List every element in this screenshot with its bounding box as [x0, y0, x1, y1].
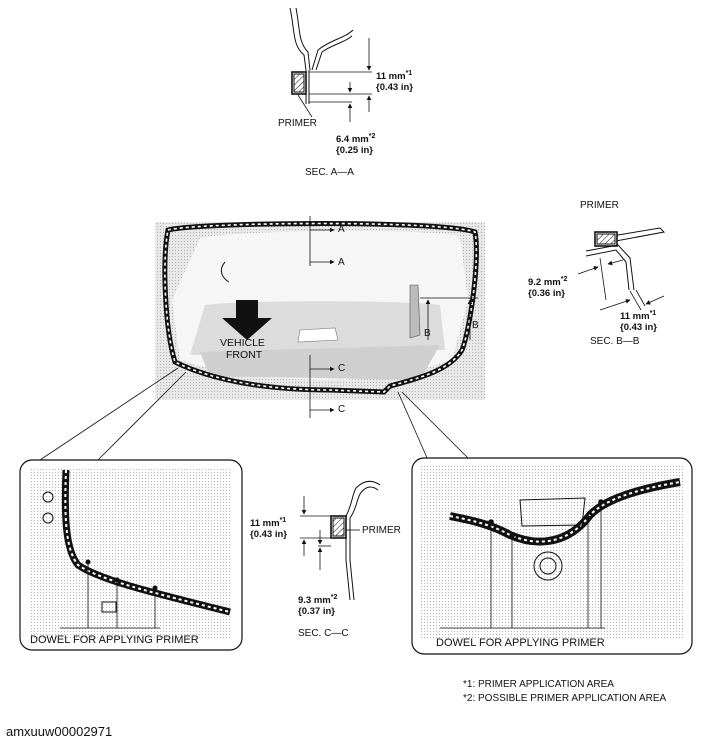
sec-cc-primer-label: PRIMER [362, 525, 401, 536]
section-aa-drawing [289, 7, 372, 122]
sec-cc-dim1-sup: *1 [279, 517, 287, 524]
section-label-a-bottom: A [338, 257, 345, 268]
section-label-b-left: B [424, 328, 431, 339]
sec-aa-title: SEC. A—A [305, 167, 354, 178]
sec-aa-dim2-in: {0.25 in} [336, 145, 373, 156]
sec-bb-dim2-sup: *2 [560, 276, 568, 283]
rear-window-view [155, 216, 485, 418]
left-detail-drawing [19, 459, 243, 651]
sec-cc-dim2-in: {0.37 in} [298, 606, 335, 617]
vehicle-front-label-2: FRONT [226, 349, 263, 361]
sec-bb-dim1-value: 11 mm [620, 311, 650, 323]
sec-bb-title: SEC. B—B [590, 336, 640, 347]
sec-bb-dim1: 11 mm*1 [620, 308, 656, 322]
sec-bb-dim2: 9.2 mm*2 [528, 274, 567, 288]
sec-cc-dim2-sup: *2 [330, 594, 338, 601]
sec-aa-dim2: 6.4 mm*2 [336, 131, 375, 145]
section-cc-drawing [300, 480, 381, 601]
sec-bb-dim1-sup: *1 [649, 310, 657, 317]
sec-cc-dim2: 9.3 mm*2 [298, 592, 337, 606]
sec-cc-dim1-in: {0.43 in} [250, 529, 287, 540]
note-primer-application-area: *1: PRIMER APPLICATION AREA [463, 679, 614, 690]
vehicle-front-label: VEHICLE [220, 337, 265, 349]
sec-bb-dim2-in: {0.36 in} [528, 288, 565, 299]
sec-aa-dim1: 11 mm*1 [376, 68, 412, 82]
right-detail-caption: DOWEL FOR APPLYING PRIMER [436, 637, 605, 649]
sec-aa-dim1-in: {0.43 in} [376, 82, 413, 93]
sec-bb-primer-label: PRIMER [580, 200, 619, 211]
figure-code: amxuuw00002971 [6, 724, 113, 739]
section-label-c-top: C [338, 363, 346, 374]
note-possible-primer-application-area: *2: POSSIBLE PRIMER APPLICATION AREA [463, 693, 667, 704]
section-label-b-right: B [472, 320, 479, 331]
sec-aa-dim2-value: 6.4 mm [336, 134, 369, 146]
sec-cc-dim1: 11 mm*1 [250, 515, 286, 529]
sec-cc-dim2-value: 9.3 mm [298, 595, 331, 607]
section-label-a-top: A [338, 224, 345, 235]
sec-aa-dim1-sup: *1 [405, 70, 413, 77]
sec-cc-dim1-value: 11 mm [250, 518, 280, 530]
right-detail-drawing [411, 457, 693, 655]
sec-aa-dim2-sup: *2 [368, 133, 376, 140]
sec-bb-dim1-in: {0.43 in} [620, 322, 657, 333]
section-bb-drawing [577, 227, 666, 311]
sec-bb-dim2-value: 9.2 mm [528, 277, 561, 289]
sec-aa-dim1-value: 11 mm [376, 71, 406, 83]
sec-cc-title: SEC. C—C [298, 628, 349, 639]
section-label-c-bottom: C [338, 404, 346, 415]
left-detail-caption: DOWEL FOR APPLYING PRIMER [30, 634, 199, 646]
sec-aa-primer-label: PRIMER [278, 118, 317, 129]
